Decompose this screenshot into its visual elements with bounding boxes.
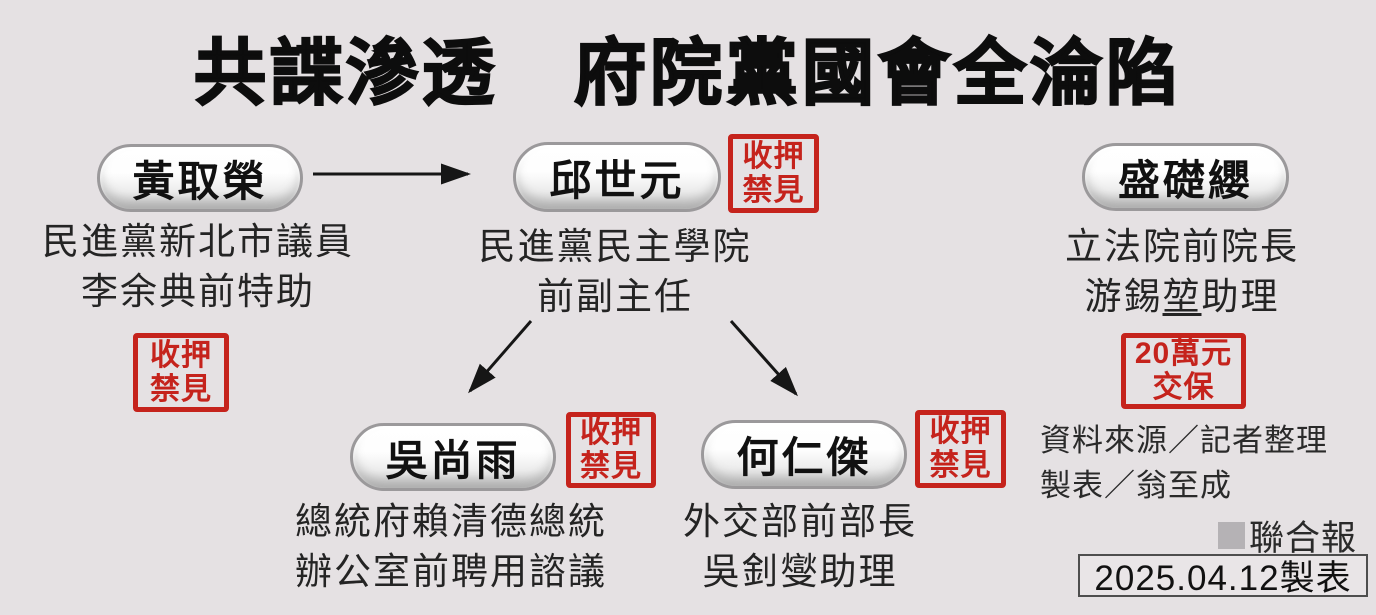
node-name-label: 盛礎纓	[1117, 156, 1253, 204]
node-name-label: 黃取榮	[132, 157, 268, 205]
stamp-line1: 收押	[150, 338, 212, 372]
publisher-brand: 聯合報	[1217, 510, 1357, 561]
stamp-line2: 交保	[1152, 371, 1215, 404]
node-pill-chiu-shih-yuan: 邱世元	[513, 142, 721, 212]
node-name-label: 何仁傑	[736, 434, 872, 481]
stamp-line2: 禁見	[150, 372, 212, 406]
stamp-line1: 20萬元	[1134, 337, 1233, 370]
source-line1: 資料來源／記者整理	[1040, 423, 1328, 458]
node-name-label: 邱世元	[549, 156, 685, 204]
node-pill-huang-chu-jung: 黃取榮	[97, 144, 303, 212]
node-desc-line1: 民進黨民主學院	[478, 226, 752, 267]
stamp-bail-sheng: 20萬元 交保	[1121, 333, 1246, 409]
stamp-detained-huang: 收押 禁見	[133, 333, 229, 412]
node-desc-line2: 游錫堃助理	[1084, 276, 1280, 317]
node-desc-wu: 總統府賴清德總統 辦公室前聘用諮議	[286, 497, 616, 597]
node-pill-sheng-chu-ying: 盛礎纓	[1082, 143, 1289, 211]
node-name-label: 吳尚雨	[385, 436, 521, 484]
arrow-chiu-to-wu-icon	[468, 320, 533, 394]
data-source-note: 資料來源／記者整理 製表／翁至成	[1040, 418, 1328, 508]
node-desc-sheng: 立法院前院長 游錫堃助理	[1022, 222, 1342, 322]
stamp-line1: 收押	[929, 415, 992, 448]
node-desc-line2: 吳釗燮助理	[702, 551, 898, 592]
node-desc-huang: 民進黨新北市議員 李余典前特助	[22, 217, 374, 317]
stamp-line2: 禁見	[580, 450, 642, 483]
node-pill-ho-jen-chieh: 何仁傑	[701, 420, 907, 489]
node-desc-line1: 立法院前院長	[1065, 226, 1299, 267]
node-desc-line1: 外交部前部長	[683, 501, 917, 542]
node-pill-wu-shang-yu: 吳尚雨	[350, 423, 556, 491]
chart-date-box: 2025.04.12製表	[1078, 554, 1368, 598]
page-title: 共諜滲透 府院黨國會全淪陷	[193, 33, 1182, 115]
brand-square-icon	[1217, 522, 1245, 549]
stamp-line2: 禁見	[929, 449, 992, 482]
node-desc-ho: 外交部前部長 吳釗燮助理	[640, 497, 960, 597]
source-line2: 製表／翁至成	[1040, 468, 1232, 503]
node-desc-chiu: 民進黨民主學院 前副主任	[455, 222, 775, 322]
stamp-detained-chiu: 收押 禁見	[728, 134, 819, 213]
node-desc-line2: 前副主任	[537, 276, 693, 317]
node-desc-line2: 辦公室前聘用諮議	[295, 551, 607, 592]
stamp-detained-wu: 收押 禁見	[566, 412, 656, 488]
arrow-chiu-to-ho-icon	[729, 320, 798, 397]
underlined-char: 堃	[1162, 276, 1202, 317]
chart-date-label: 2025.04.12製表	[1094, 559, 1352, 598]
stamp-line1: 收押	[742, 139, 805, 173]
stamp-line1: 收押	[580, 416, 642, 449]
node-desc-line1: 總統府賴清德總統	[295, 501, 607, 542]
stamp-line2: 禁見	[742, 173, 805, 207]
node-desc-line1: 民進黨新北市議員	[42, 221, 354, 262]
brand-name: 聯合報	[1248, 519, 1357, 558]
stamp-detained-ho: 收押 禁見	[915, 410, 1006, 488]
node-desc-line2: 李余典前特助	[81, 271, 315, 312]
